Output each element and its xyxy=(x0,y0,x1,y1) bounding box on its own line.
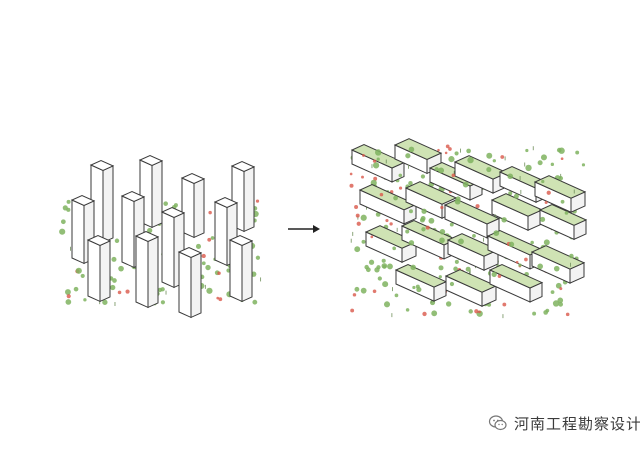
green-roof-block-10 xyxy=(490,193,544,231)
tower-12 xyxy=(228,234,254,303)
green-roof-block-7 xyxy=(358,184,418,225)
watermark: 河南工程勘察设计 xyxy=(488,412,640,434)
green-roof-block-11 xyxy=(538,204,588,241)
wechat-icon xyxy=(488,415,507,431)
isolated-towers-cluster xyxy=(59,154,262,319)
transformation-arrow xyxy=(288,225,320,233)
green-roof-block-18 xyxy=(444,269,498,307)
tower-3 xyxy=(180,172,206,239)
interlocking-blocks-cluster xyxy=(349,138,588,319)
watermark-text: 河南工程勘察设计 xyxy=(514,414,640,433)
green-roof-block-16 xyxy=(530,245,586,284)
tower-11 xyxy=(177,246,203,319)
green-roof-block-17 xyxy=(394,264,448,302)
tower-10 xyxy=(134,230,160,309)
green-roof-block-6 xyxy=(533,175,587,213)
green-roof-block-12 xyxy=(364,225,418,263)
green-roof-block-19 xyxy=(488,264,544,303)
roof-planting xyxy=(354,144,575,293)
tower-9 xyxy=(86,234,112,303)
green-roof-block-9 xyxy=(443,199,501,239)
